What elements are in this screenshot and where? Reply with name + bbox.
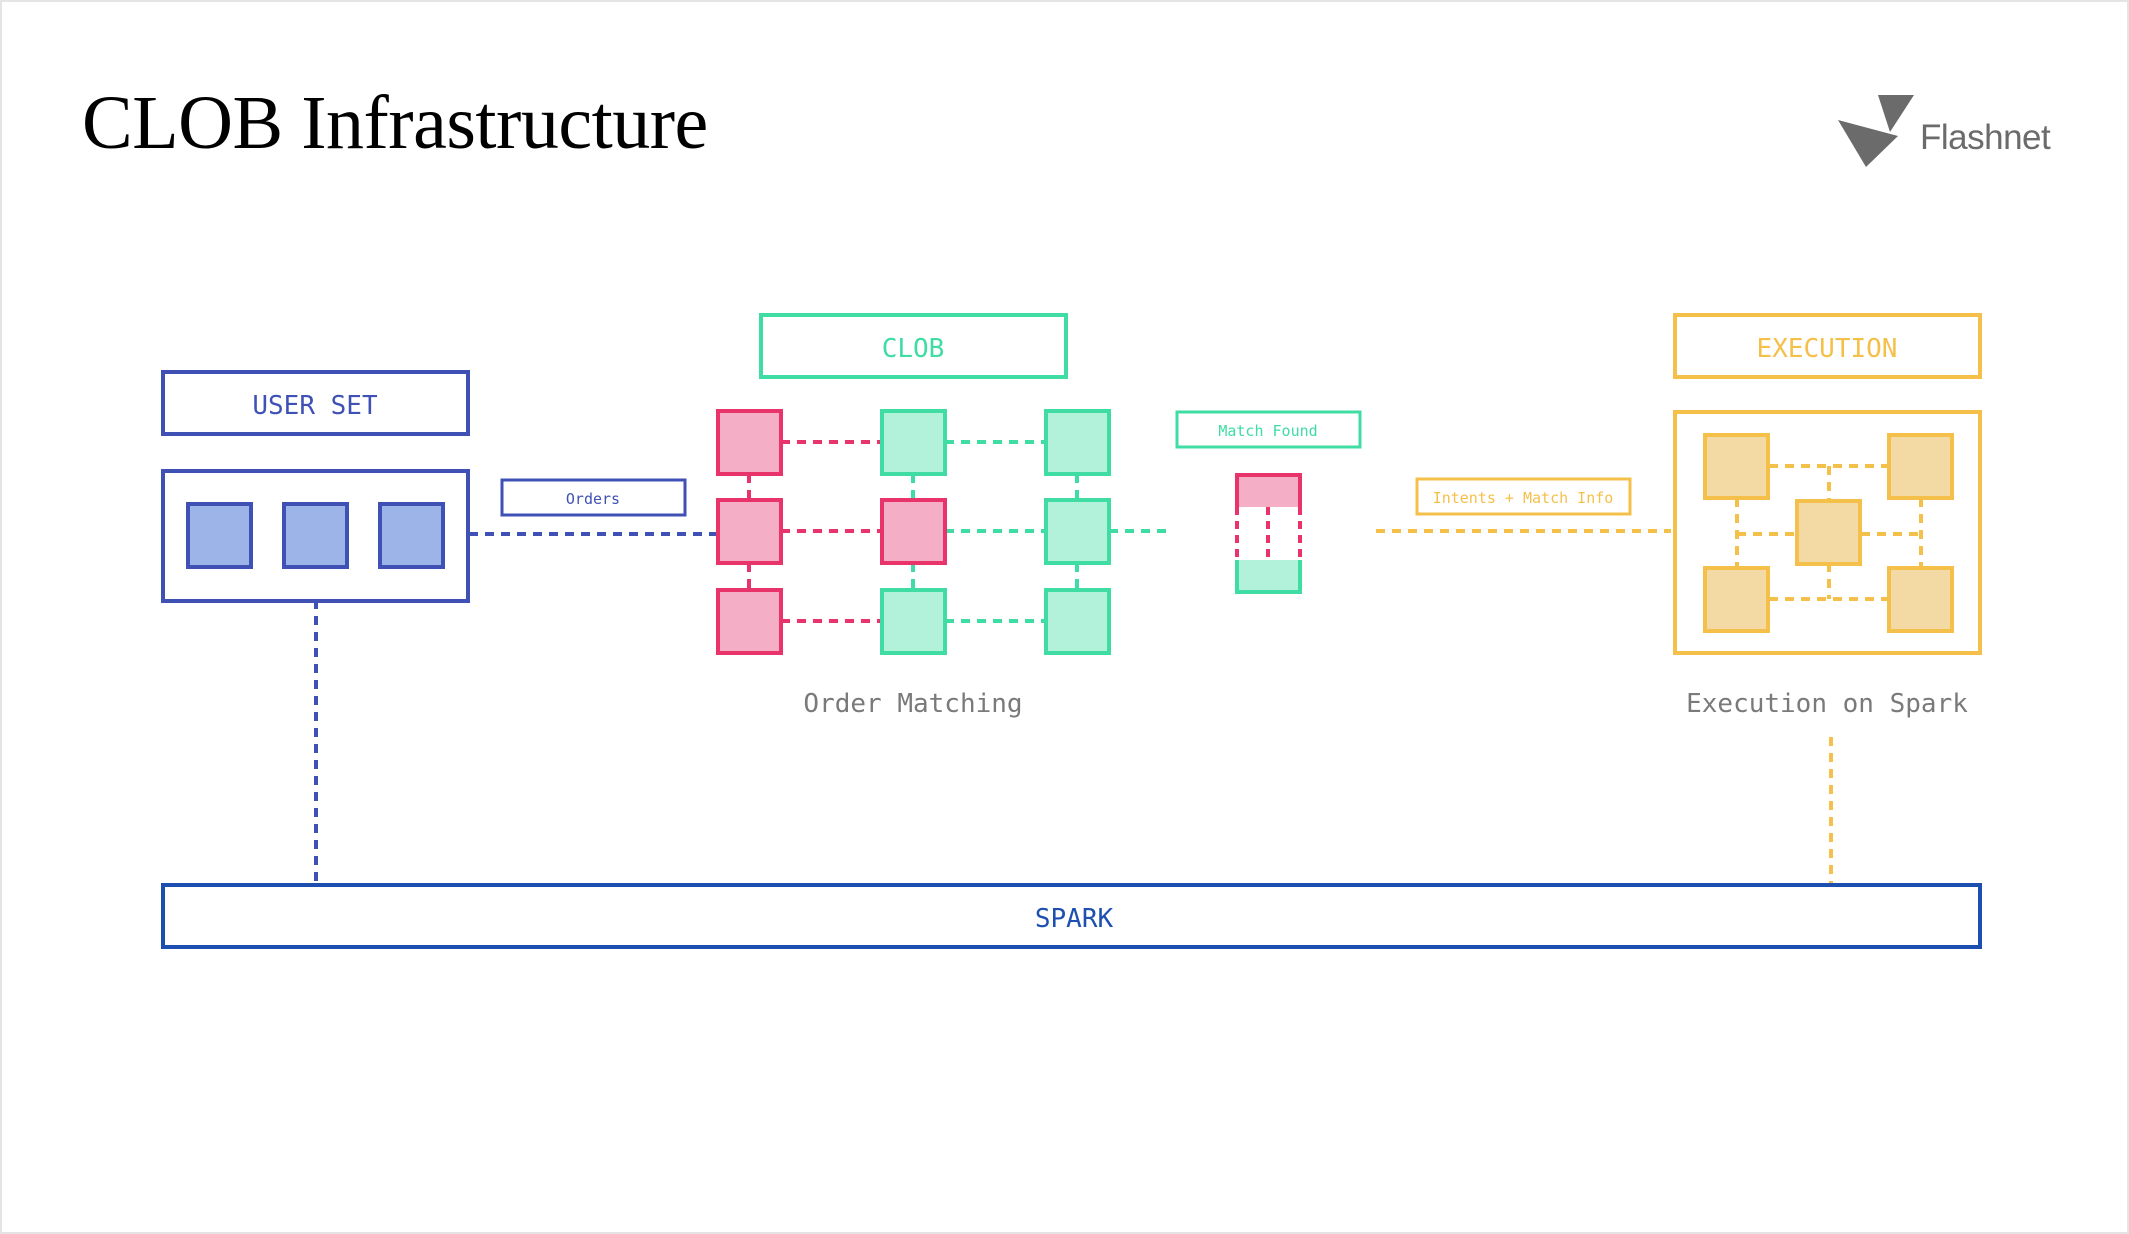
- clob-header: [759, 313, 1068, 379]
- order-node-pink: [716, 409, 783, 476]
- order-node-green: [1044, 498, 1111, 565]
- execution-header: [1673, 313, 1982, 379]
- user-set-group: USER SET: [161, 370, 470, 603]
- spark-label: SPARK: [1035, 904, 1114, 934]
- user-node: [186, 502, 253, 569]
- user-set-label: USER SET: [252, 391, 378, 421]
- order-node-pink: [716, 498, 783, 565]
- execution-label: EXECUTION: [1757, 334, 1898, 364]
- match-pink-half: [1237, 475, 1300, 507]
- execution-node: [1703, 433, 1770, 500]
- execution-node: [1703, 566, 1770, 633]
- spark-bar: [161, 883, 1982, 949]
- execution-node: [1887, 566, 1954, 633]
- clob-group: CLOB Order Matching: [716, 313, 1111, 719]
- match-label: Match Found: [1218, 422, 1317, 440]
- order-node-pink: [880, 498, 947, 565]
- brand-name: Flashnet: [1920, 118, 2051, 157]
- order-node-pink: [716, 588, 783, 655]
- intents-label: Intents + Match Info: [1433, 489, 1614, 507]
- page-title: CLOB Infrastructure: [82, 81, 708, 165]
- match-tag: [1175, 410, 1362, 449]
- order-node-green: [1044, 409, 1111, 476]
- match-pink-border: [1235, 473, 1302, 507]
- user-node: [282, 502, 349, 569]
- match-green-border: [1235, 560, 1302, 594]
- execution-caption: Execution on Spark: [1686, 689, 1968, 719]
- execution-container: [1673, 410, 1982, 655]
- order-node-green: [880, 588, 947, 655]
- execution-node: [1887, 433, 1954, 500]
- clob-caption: Order Matching: [803, 689, 1022, 719]
- user-set-header: [161, 370, 470, 436]
- user-node: [378, 502, 445, 569]
- orders-label: Orders: [566, 490, 620, 508]
- order-node-green: [880, 409, 947, 476]
- order-node-green: [1044, 588, 1111, 655]
- execution-node-center: [1795, 499, 1862, 566]
- intents-tag: [1415, 477, 1632, 516]
- match-group: Match Found: [1175, 410, 1362, 594]
- orders-tag: [500, 478, 687, 517]
- match-green-half: [1237, 560, 1300, 592]
- execution-group: EXECUTION Execution on Spark: [1673, 313, 1982, 719]
- flashnet-bolt-icon: [1838, 95, 1914, 167]
- brand-logo: Flashnet: [1838, 92, 2058, 172]
- clob-label: CLOB: [882, 334, 945, 364]
